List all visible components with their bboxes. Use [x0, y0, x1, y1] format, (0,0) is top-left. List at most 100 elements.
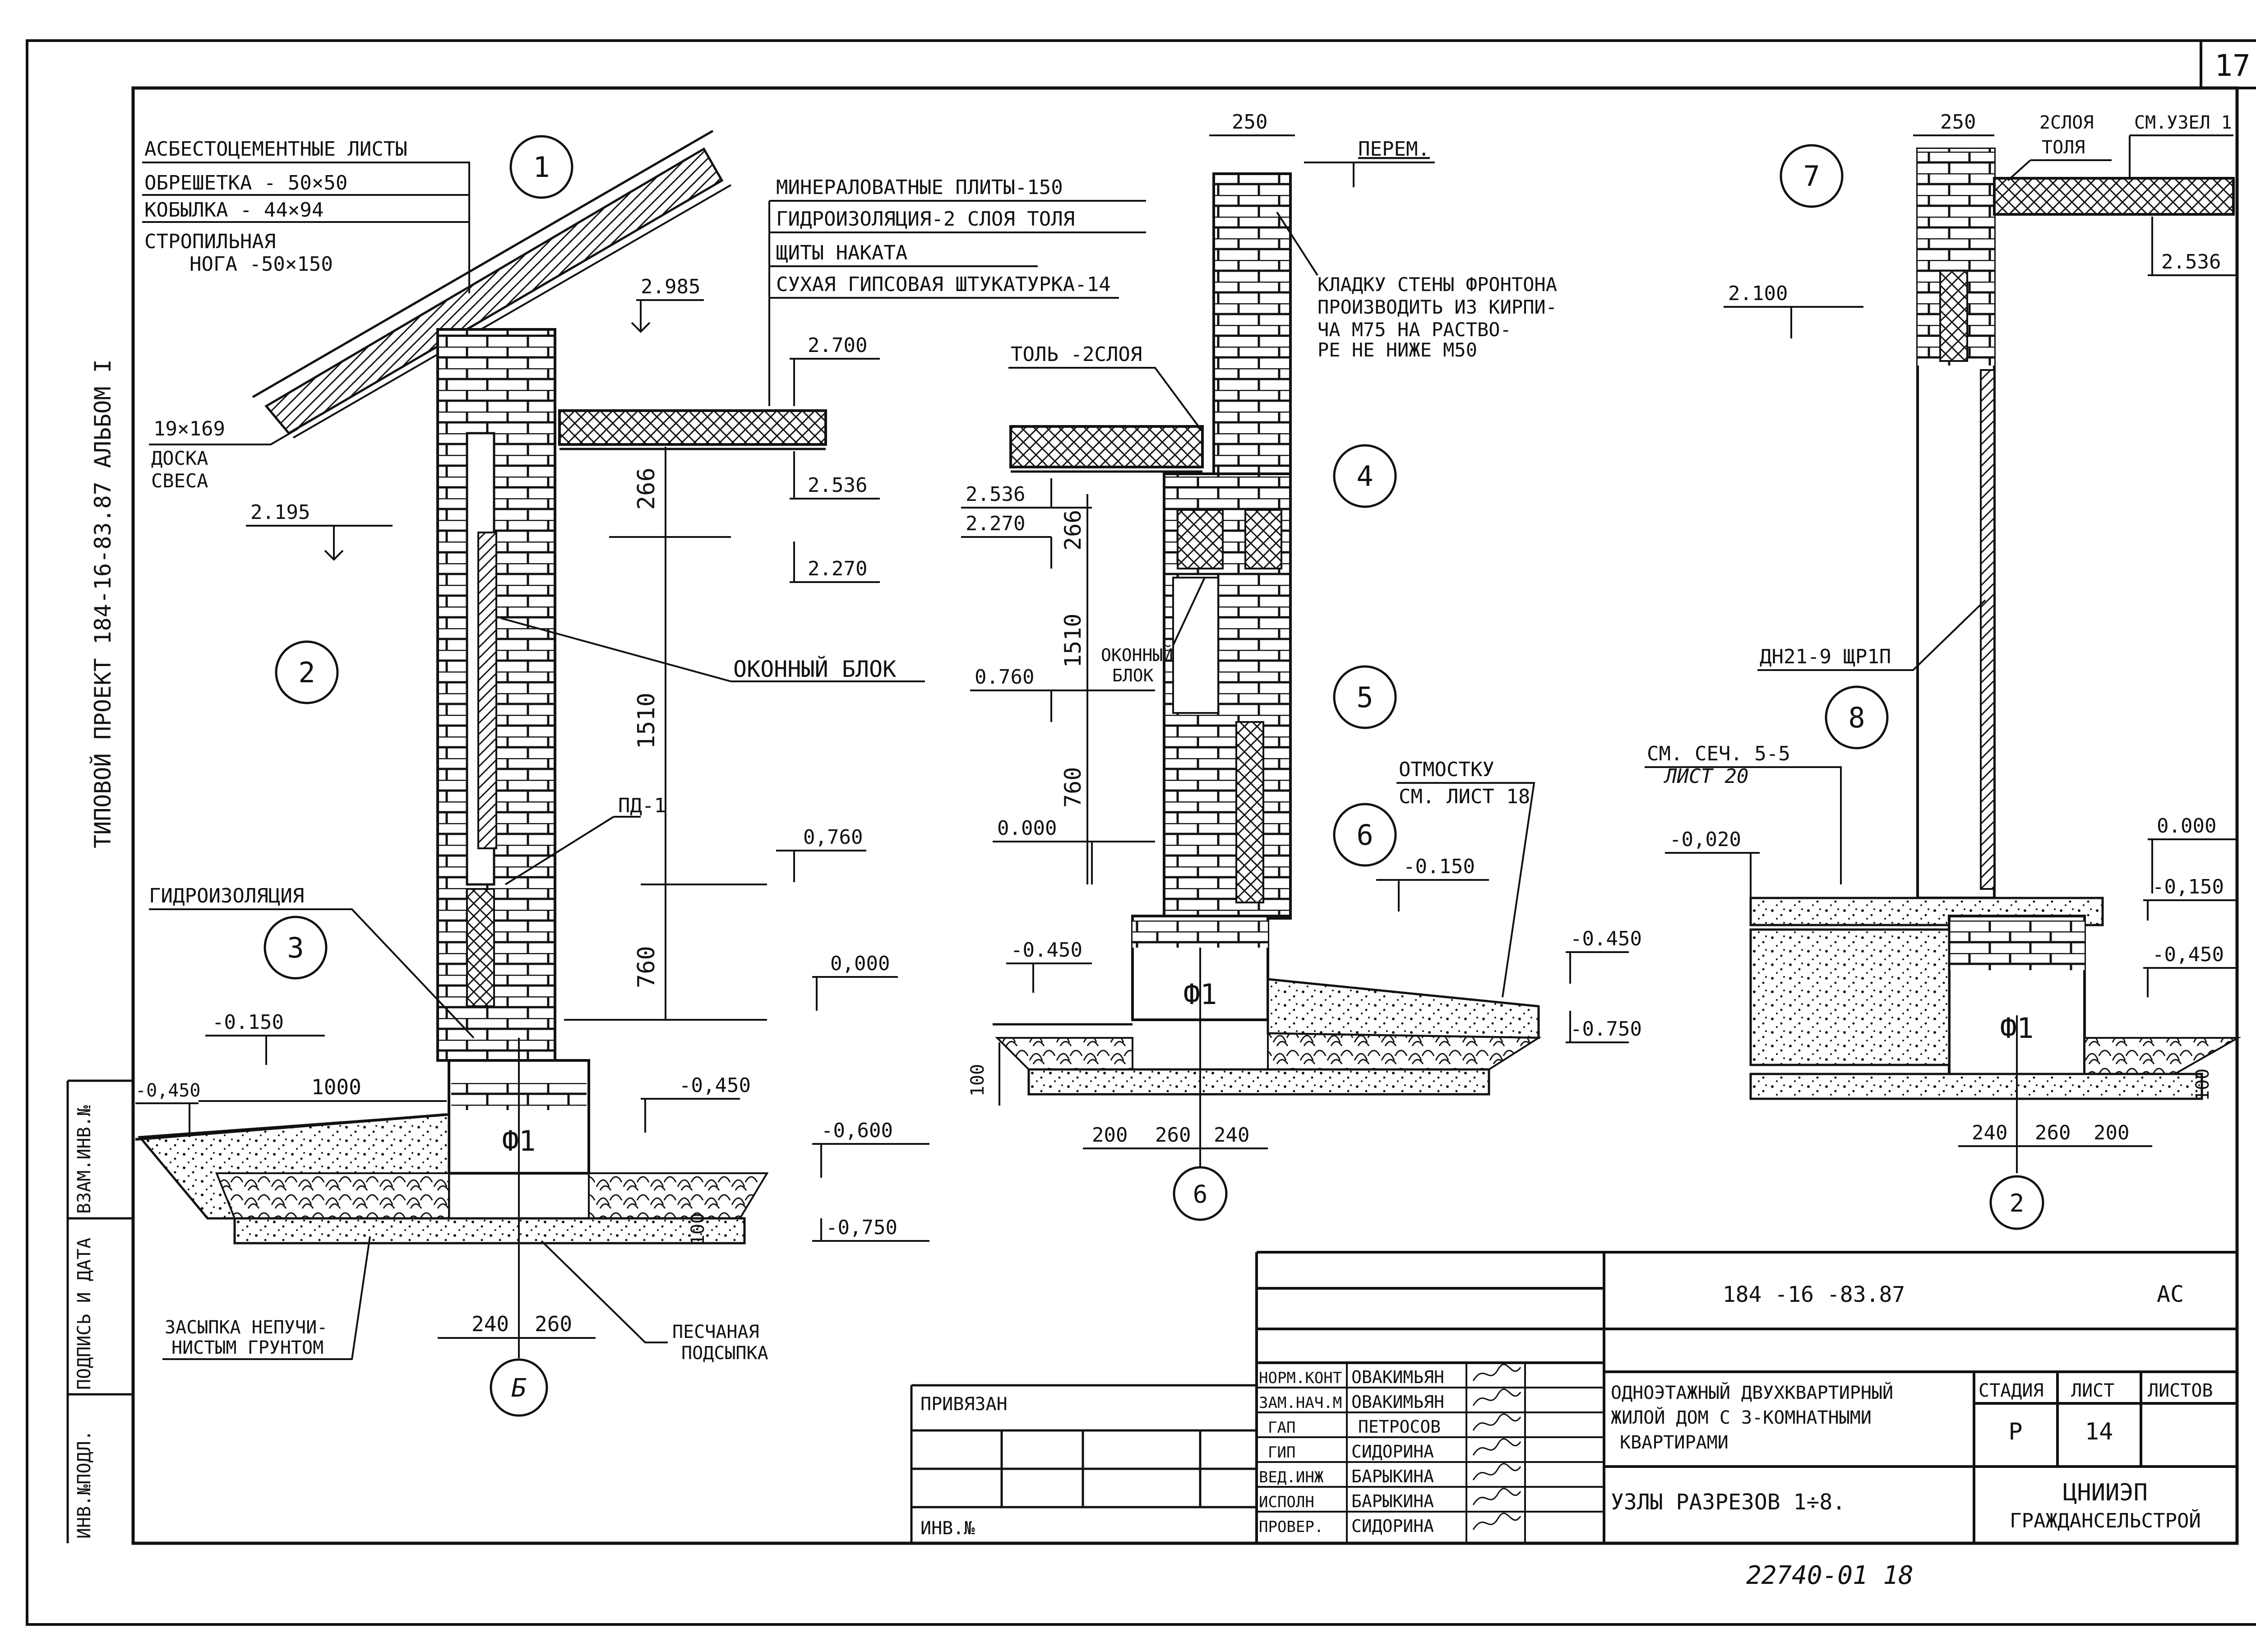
- m-mark-0450-l: -0.450: [1011, 939, 1082, 962]
- inner-frame: [131, 86, 2239, 1545]
- node-7: 7: [1803, 160, 1820, 193]
- role-3: ГИП: [1268, 1444, 1295, 1462]
- right-dim-260: 260: [2035, 1121, 2071, 1144]
- sheet-label: ЛИСТ: [2071, 1380, 2114, 1401]
- middle-axis-label: 6: [1193, 1180, 1208, 1208]
- mark-0000: 0,000: [830, 952, 890, 975]
- node-6: 6: [1356, 819, 1373, 851]
- ceiling-layer-0: МИНЕРАЛОВАТНЫЕ ПЛИТЫ-150: [776, 176, 1063, 199]
- name-3: СИДОРИНА: [1351, 1442, 1434, 1462]
- mark-2700: 2.700: [808, 334, 867, 357]
- node-3: 3: [287, 931, 304, 964]
- roof-layer-4: НОГА -50×150: [190, 253, 333, 276]
- right-door-label: ДН21-9 ЩР1П: [1760, 645, 1891, 668]
- middle-window-2: БЛОК: [1112, 666, 1154, 685]
- outer-frame: [26, 39, 2256, 1626]
- node-2: 2: [298, 656, 315, 689]
- node-1: 1: [533, 151, 550, 184]
- name-4: БАРЫКИНА: [1351, 1467, 1434, 1486]
- left-dim-1000: 1000: [311, 1075, 361, 1099]
- board-label-2: СВЕСА: [151, 470, 208, 492]
- mark-0750: -0,750: [826, 1216, 897, 1239]
- right-dim-200: 200: [2094, 1121, 2129, 1144]
- mark-0150: -0.150: [212, 1011, 284, 1034]
- right-top-dim: 250: [1940, 111, 1976, 134]
- roof-layer-3: СТРОПИЛЬНАЯ: [144, 230, 276, 253]
- middle-dim-266: 266: [1060, 510, 1086, 551]
- left-section: Ф1 266 1510 760 1000 240 260 100 Б АСБЕС…: [135, 130, 1146, 1417]
- middle-note-1: КЛАДКУ СТЕНЫ ФРОНТОНА: [1318, 273, 1557, 296]
- stamp-inv-podl: ИНВ.№ПОДЛ.: [74, 1430, 95, 1539]
- mark-0450-left: -0,450: [135, 1080, 201, 1101]
- roof-layer-1: ОБРЕШЕТКА - 50×50: [144, 171, 347, 194]
- middle-note-3: ЧА М75 НА РАСТВО-: [1318, 319, 1512, 341]
- mark-2195: 2.195: [250, 501, 310, 524]
- mark-2270: 2.270: [808, 557, 867, 580]
- r-mark-0020: -0,020: [1669, 828, 1741, 851]
- building-line-1: ОДНОЭТАЖНЫЙ ДВУХКВАРТИРНЫЙ: [1611, 1382, 1893, 1403]
- middle-window-1: ОКОННЫЙ: [1101, 645, 1173, 665]
- right-tol-2: ТОЛЯ: [2042, 137, 2085, 158]
- role-2: ГАП: [1268, 1419, 1295, 1437]
- left-waterproof-label: ГИДРОИЗОЛЯЦИЯ: [149, 884, 304, 907]
- m-mark-0150: -0.150: [1403, 855, 1475, 878]
- name-2: ПЕТРОСОВ: [1358, 1417, 1441, 1437]
- privyazan-label: ПРИВЯЗАН: [920, 1394, 1008, 1415]
- stage-value: Р: [2008, 1418, 2022, 1445]
- r-mark-0000: 0.000: [2157, 814, 2216, 838]
- middle-dim-200: 200: [1092, 1124, 1128, 1147]
- name-6: СИДОРИНА: [1351, 1516, 1434, 1536]
- middle-note-2: ПРОИЗВОДИТЬ ИЗ КИРПИ-: [1318, 296, 1557, 318]
- left-sand-2: ПОДСЫПКА: [681, 1343, 768, 1364]
- org-line-1: ЦНИИЭП: [2063, 1479, 2148, 1506]
- right-dim-240: 240: [1972, 1121, 2007, 1144]
- org-line-2: ГРАЖДАНСЕЛЬСТРОЙ: [2010, 1509, 2201, 1532]
- m-mark-2536: 2.536: [966, 483, 1025, 506]
- node-4: 4: [1356, 460, 1373, 493]
- left-sand-1: ПЕСЧАНАЯ: [672, 1322, 759, 1342]
- m-mark-0750: -0.750: [1570, 1018, 1642, 1041]
- right-see-sec-2: ЛИСТ 20: [1663, 765, 1748, 788]
- r-mark-0150: -0,150: [2152, 875, 2224, 898]
- mark-0450-right: -0,450: [679, 1074, 751, 1097]
- left-dim-260: 260: [535, 1312, 572, 1336]
- right-see-node: СМ.УЗЕЛ 1: [2134, 112, 2232, 133]
- building-line-3: КВАРТИРАМИ: [1620, 1432, 1729, 1453]
- left-pd-label: ПД-1: [618, 794, 666, 817]
- right-dim-100: 100: [2192, 1069, 2213, 1101]
- stamp-sign-date: ПОДПИСЬ И ДАТА: [74, 1238, 95, 1390]
- right-level-marks: 2.100 2.536 -0,020 0.000 -0,150 -0,450: [1665, 217, 2238, 997]
- r-mark-2100: 2.100: [1728, 282, 1788, 305]
- inv-label: ИНВ.№: [920, 1518, 975, 1539]
- name-1: ОВАКИМЬЯН: [1351, 1392, 1444, 1412]
- project-code: 184 -16 -83.87: [1723, 1282, 1905, 1307]
- left-dim-266: 266: [633, 467, 660, 510]
- node-5: 5: [1356, 681, 1373, 714]
- m-mark-2270: 2.270: [966, 512, 1025, 535]
- stamp-vzam-inv: ВЗАМ.ИНВ.№: [74, 1105, 95, 1214]
- name-5: БАРЫКИНА: [1351, 1491, 1434, 1511]
- mark-2985: 2.985: [641, 275, 700, 298]
- ceiling-layer-1: ГИДРОИЗОЛЯЦИЯ-2 СЛОЯ ТОЛЯ: [776, 208, 1075, 231]
- sheet-number: 17: [2214, 48, 2250, 83]
- m-mark-0000: 0.000: [997, 817, 1057, 840]
- left-dim-240: 240: [472, 1312, 509, 1336]
- r-mark-0450: -0,450: [2152, 943, 2224, 966]
- left-backfill-2: НИСТЫМ ГРУНТОМ: [171, 1337, 324, 1358]
- middle-tol-label: ТОЛЬ -2СЛОЯ: [1011, 343, 1142, 366]
- middle-dim-240: 240: [1214, 1124, 1249, 1147]
- middle-otmostka-2: СМ. ЛИСТ 18: [1399, 785, 1530, 808]
- r-mark-2536: 2.536: [2161, 250, 2221, 273]
- left-dim-1510: 1510: [633, 693, 660, 749]
- middle-top-dim: 250: [1232, 111, 1267, 134]
- mark-0760: 0,760: [803, 826, 863, 849]
- mark-2536: 2.536: [808, 474, 867, 497]
- right-section: Ф1 240 260 200 100 2 250 2СЛОЯ ТОЛЯ СМ.У…: [1645, 111, 2242, 1230]
- middle-dim-260: 260: [1155, 1124, 1191, 1147]
- middle-dim-100: 100: [967, 1064, 988, 1097]
- signatures: [1472, 1364, 1521, 1530]
- node-markers: 1 2 3 4 5 6 7 8: [264, 135, 1889, 980]
- left-level-marks: 2.985 2.700 2.536 2.270 2.195 0,760 0,00…: [135, 275, 929, 1242]
